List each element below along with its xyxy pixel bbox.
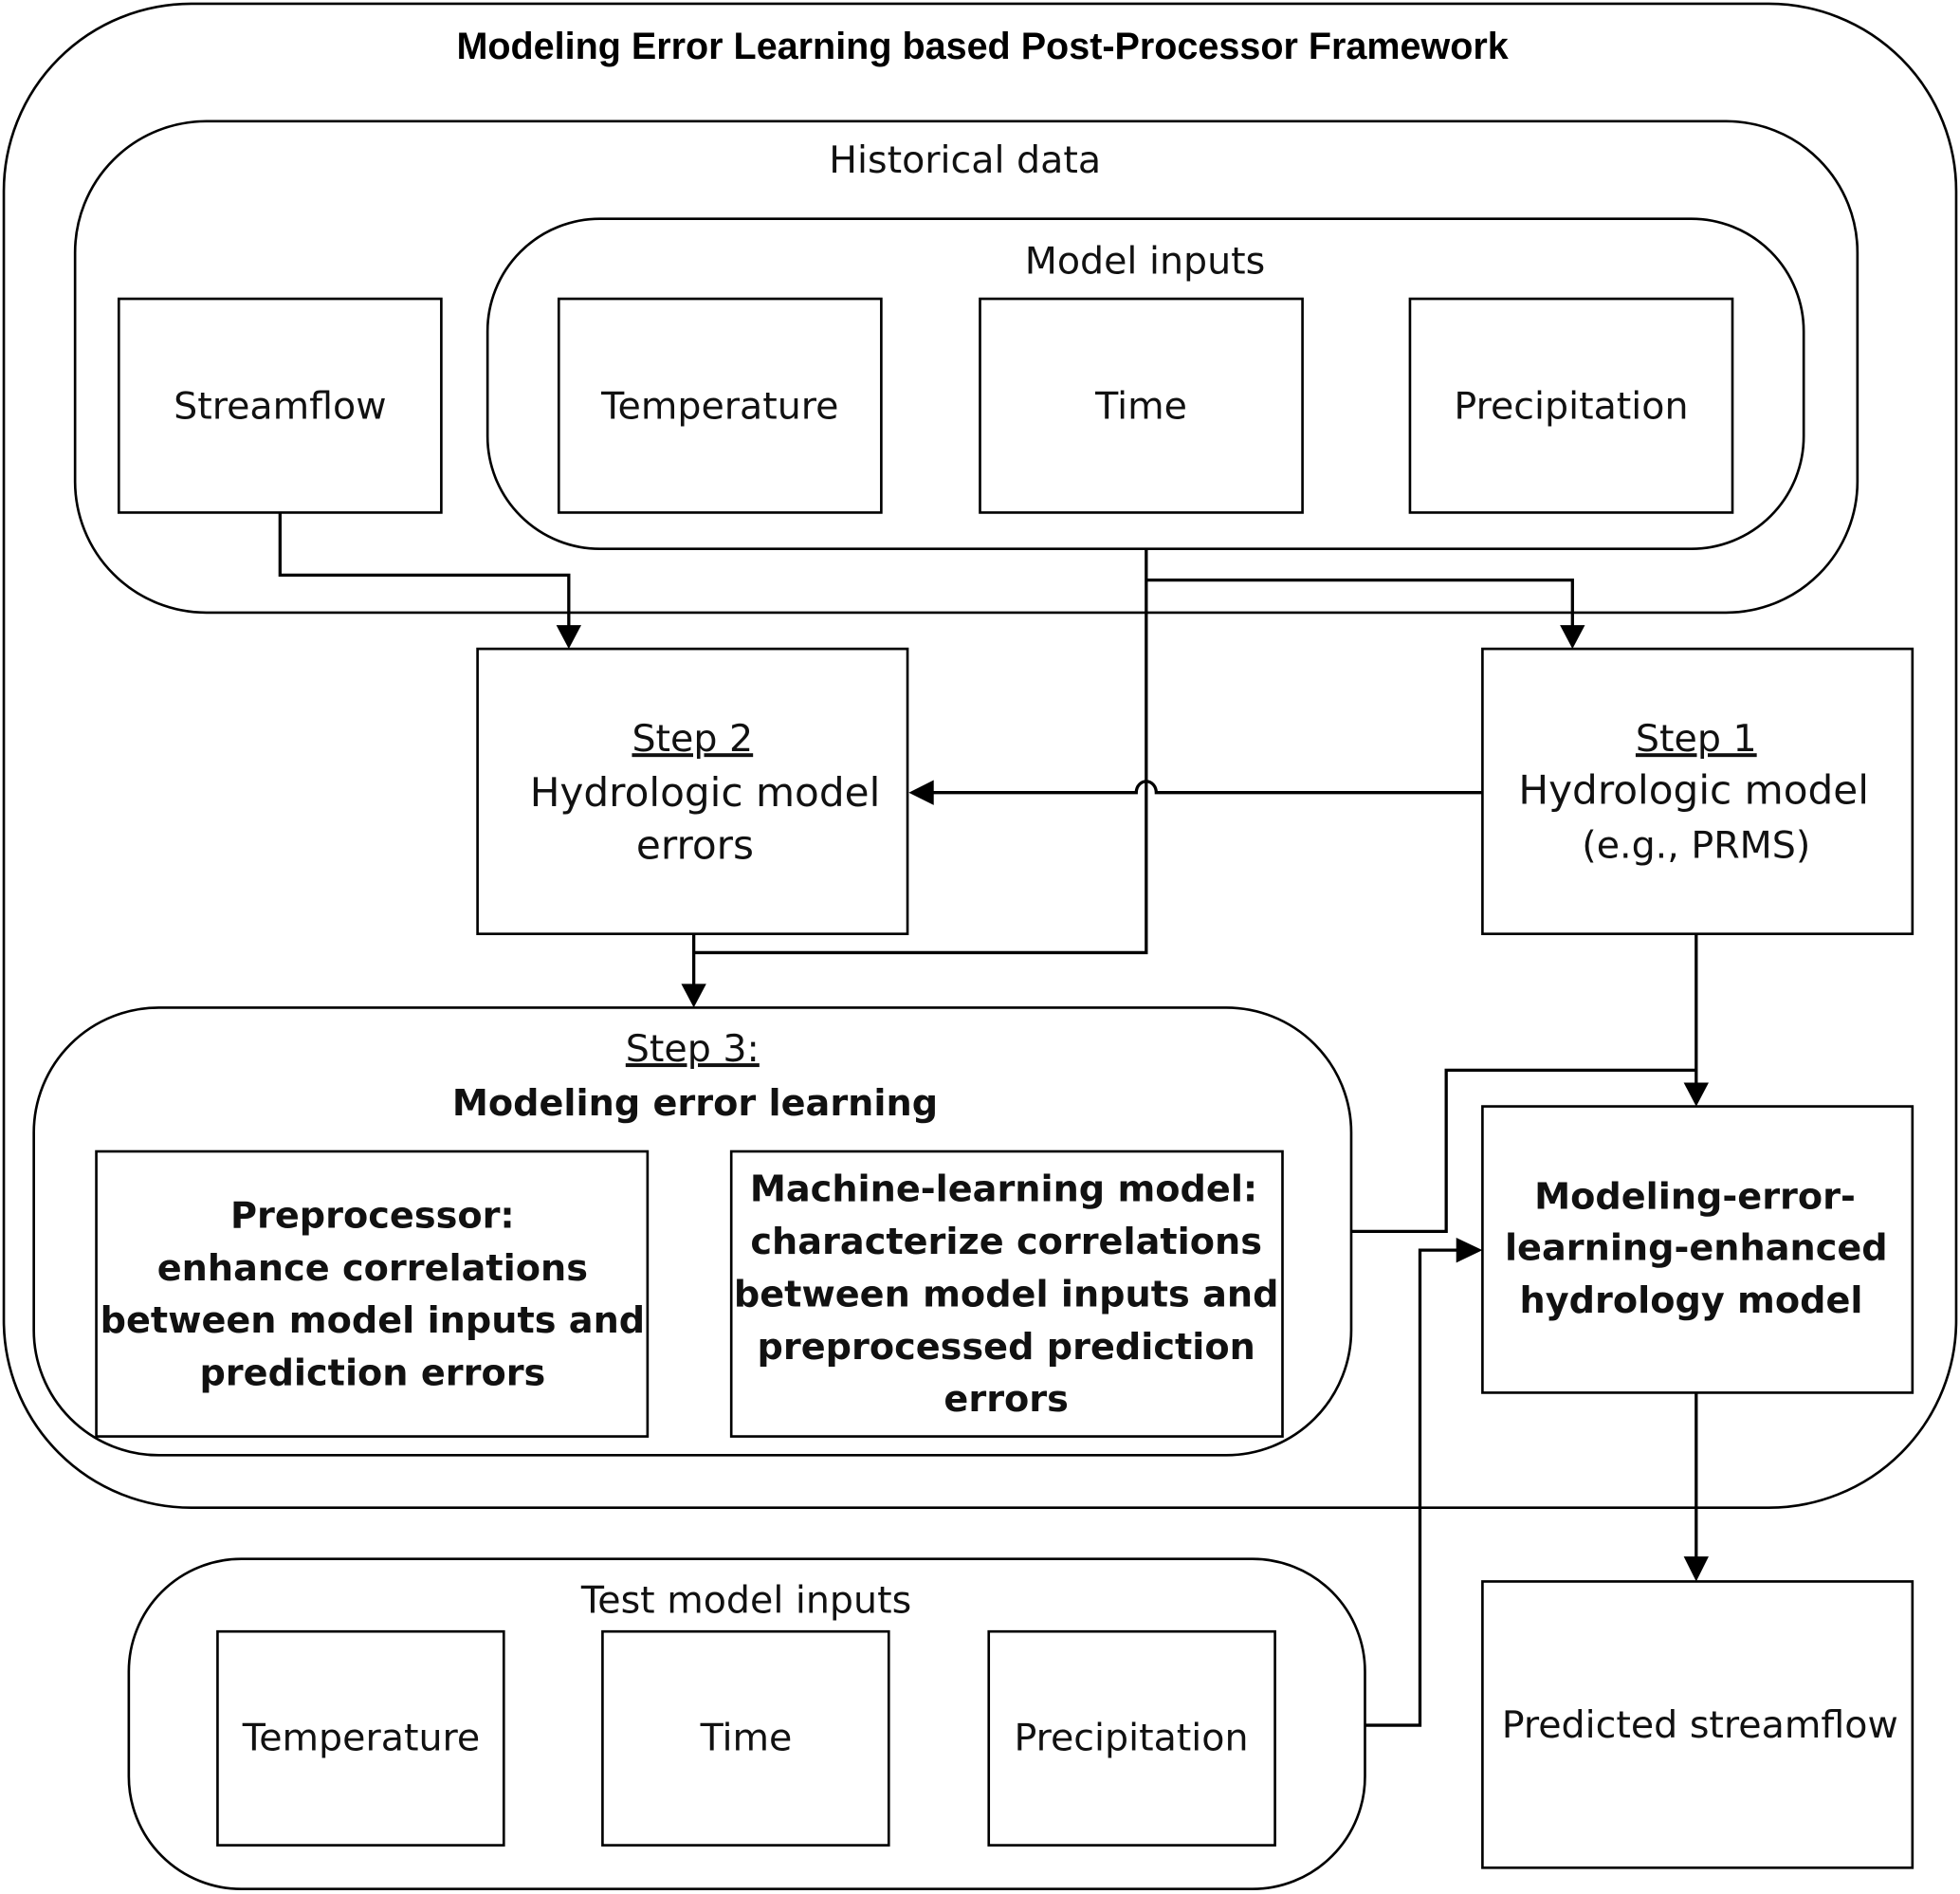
enhanced-model-line-2: hydrology model bbox=[1520, 1280, 1863, 1322]
historical-data-label: Historical data bbox=[829, 138, 1101, 182]
ml-model-line-2: between model inputs and bbox=[734, 1274, 1279, 1315]
test-temperature-label: Temperature bbox=[242, 1716, 480, 1759]
step3-to-enhanced-wire bbox=[1350, 1068, 1696, 1234]
preprocessor-line-3: prediction errors bbox=[199, 1353, 545, 1395]
arrowhead-left-step2 bbox=[908, 780, 934, 805]
arrowhead-down-enhanced bbox=[1683, 1082, 1709, 1107]
enhanced-model-box bbox=[1481, 1105, 1914, 1394]
test-time-label: Time bbox=[700, 1716, 793, 1759]
inputs-to-step1-wire bbox=[1145, 578, 1574, 628]
streamflow-label: Streamflow bbox=[174, 385, 386, 429]
step1-line1: Hydrologic model bbox=[1518, 767, 1869, 814]
ml-model-line-0: Machine-learning model: bbox=[750, 1169, 1257, 1211]
ml-model-line-4: errors bbox=[943, 1379, 1068, 1421]
framework-frame bbox=[2, 2, 1958, 1510]
enhanced-model-line-1: learning-enhanced bbox=[1505, 1228, 1888, 1270]
arrowhead-right-enhanced bbox=[1456, 1237, 1483, 1263]
framework-title: Modeling Error Learning based Post-Proce… bbox=[456, 26, 1509, 67]
inputs-to-step3-wire bbox=[693, 548, 1148, 955]
step2-step-label: Step 2 bbox=[632, 717, 753, 761]
historical-data-group bbox=[73, 120, 1859, 615]
step3-title: Modeling error learning bbox=[452, 1083, 938, 1125]
test-precipitation-label: Precipitation bbox=[1014, 1716, 1248, 1759]
test-temperature-box bbox=[216, 1629, 505, 1847]
step1-box bbox=[1481, 647, 1914, 935]
test-inputs-group bbox=[127, 1557, 1366, 1891]
step2-line2: errors bbox=[636, 822, 754, 869]
test-time-box bbox=[601, 1629, 890, 1847]
preprocessor-line-2: between model inputs and bbox=[101, 1300, 646, 1342]
model-inputs-label: Model inputs bbox=[1025, 240, 1266, 284]
step1-line2: (e.g., PRMS) bbox=[1582, 823, 1810, 867]
ml-model-line-1: characterize correlations bbox=[750, 1222, 1262, 1263]
arrowhead-down-step3 bbox=[681, 984, 706, 1008]
test-precipitation-box bbox=[987, 1629, 1276, 1847]
time-label: Time bbox=[1094, 385, 1187, 429]
precipitation-box bbox=[1408, 297, 1734, 514]
temperature-box bbox=[557, 297, 883, 514]
predicted-streamflow-box bbox=[1481, 1580, 1914, 1869]
time-box bbox=[979, 297, 1304, 514]
step2-line1: Hydrologic model bbox=[530, 769, 881, 816]
step2-box bbox=[476, 647, 909, 935]
precipitation-label: Precipitation bbox=[1454, 385, 1688, 429]
preprocessor-box bbox=[95, 1149, 650, 1438]
test-inputs-to-enhanced-wire bbox=[1365, 1248, 1459, 1727]
ml-model-line-3: preprocessed prediction bbox=[758, 1327, 1255, 1369]
enhanced-model-line-0: Modeling-error- bbox=[1534, 1177, 1856, 1219]
streamflow-box bbox=[117, 297, 443, 514]
temperature-label: Temperature bbox=[600, 385, 838, 429]
step1-to-step2-wire bbox=[931, 780, 1483, 795]
ml-model-box bbox=[729, 1149, 1284, 1438]
test-inputs-label: Test model inputs bbox=[580, 1578, 911, 1622]
step1-step-label: Step 1 bbox=[1636, 717, 1757, 761]
step3-step-label: Step 3: bbox=[626, 1027, 760, 1071]
arrowhead-down-step1 bbox=[1560, 625, 1585, 650]
preprocessor-line-0: Preprocessor: bbox=[230, 1195, 515, 1237]
arrowhead-down-step2 bbox=[556, 625, 582, 650]
predicted-streamflow-label: Predicted streamflow bbox=[1502, 1703, 1898, 1747]
arrowhead-down-output bbox=[1683, 1556, 1709, 1582]
preprocessor-line-1: enhance correlations bbox=[157, 1248, 588, 1290]
streamflow-to-step2-wire bbox=[278, 512, 571, 628]
